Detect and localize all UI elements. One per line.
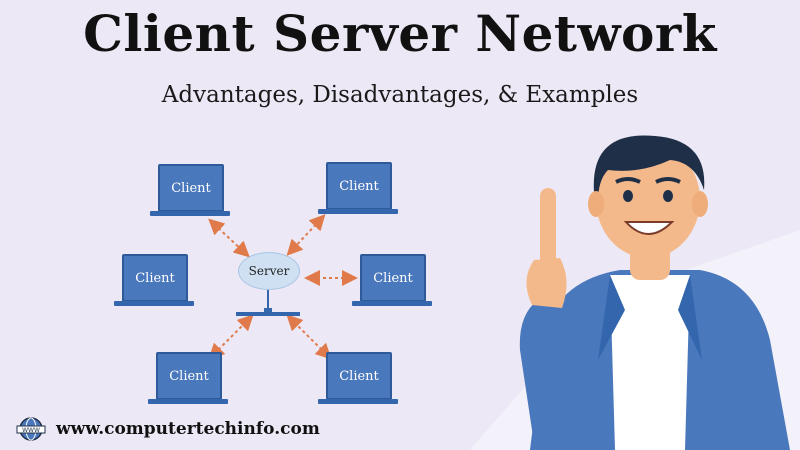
globe-icon: WWW: [16, 417, 46, 441]
arrow-client-bottom-right: [286, 314, 332, 360]
svg-text:WWW: WWW: [22, 427, 40, 434]
client-laptop: Client: [318, 162, 398, 218]
client-label: Client: [135, 270, 175, 286]
client-laptop: Client: [150, 164, 230, 220]
footer: WWW www.computertechinfo.com: [14, 416, 320, 442]
client-label: Client: [339, 368, 379, 384]
page-subtitle: Advantages, Disadvantages, & Examples: [161, 82, 639, 108]
client-laptop: Client: [318, 352, 398, 408]
website-link[interactable]: www.computertechinfo.com: [56, 419, 320, 439]
arrow-client-top-left: [208, 218, 250, 258]
page-title: Client Server Network: [83, 4, 717, 63]
client-laptop: Client: [148, 352, 228, 408]
arrow-client-bottom-left: [208, 314, 254, 360]
client-laptop: Client: [114, 254, 194, 310]
client-label: Client: [373, 270, 413, 286]
client-label: Client: [339, 178, 379, 194]
client-label: Client: [171, 180, 211, 196]
presenter-illustration: [519, 135, 790, 450]
arrow-client-top-right: [286, 214, 326, 256]
server-label: Server: [248, 264, 290, 278]
client-laptop: Client: [352, 254, 432, 310]
server-node: Server: [238, 252, 300, 290]
client-label: Client: [169, 368, 209, 384]
